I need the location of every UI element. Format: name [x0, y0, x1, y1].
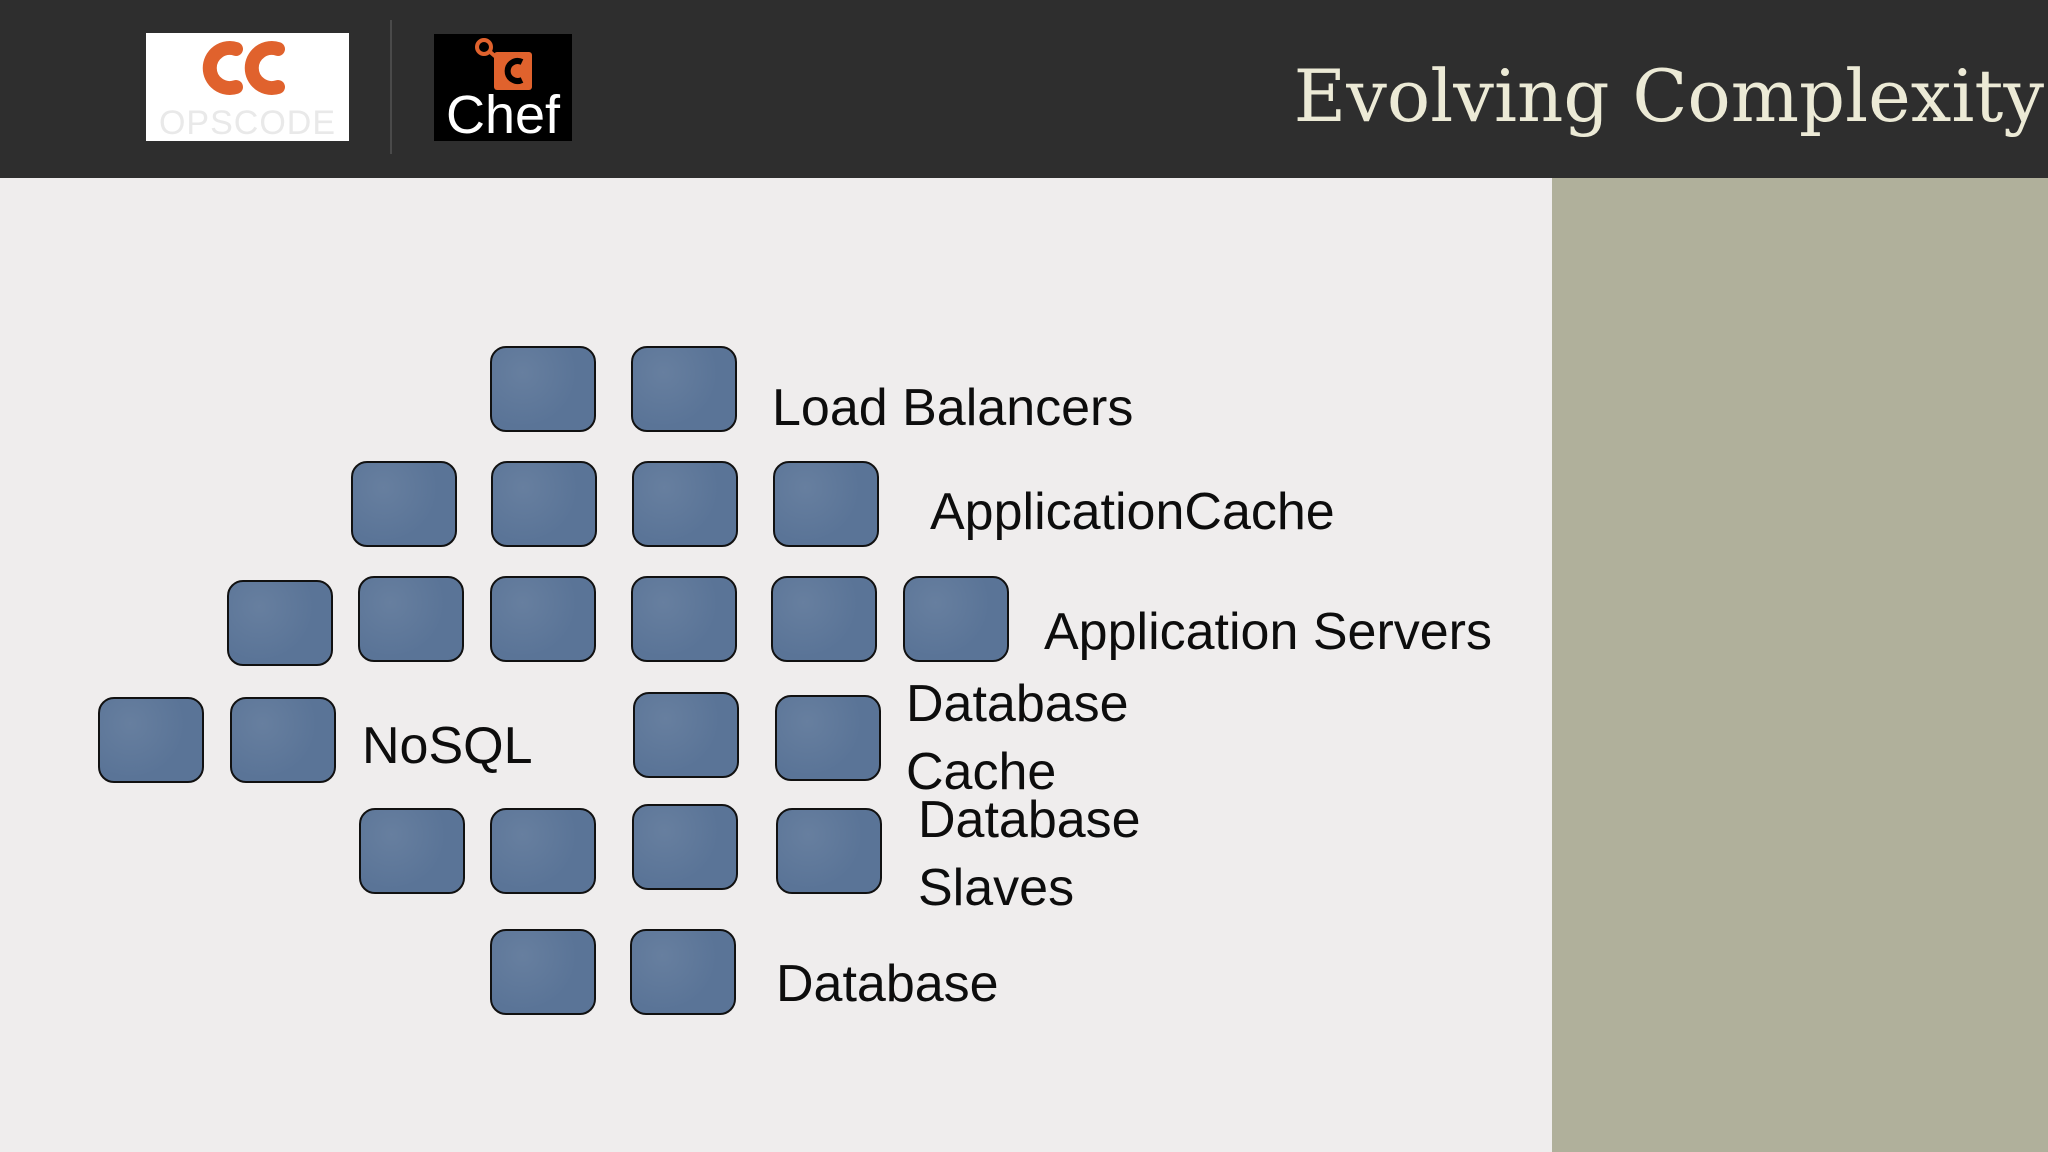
db-slave-node: [632, 804, 738, 890]
tier-label-nosql: NoSQL: [362, 717, 533, 775]
tier-label-database-cache: Database Cache: [906, 675, 1129, 801]
chef-logo: Chef: [434, 34, 572, 145]
chef-logo-text: Chef: [445, 85, 561, 145]
opscode-logo: OPSCODE: [146, 33, 349, 141]
load-balancer-node: [631, 346, 737, 432]
tier-label-database-slaves: Database Slaves: [918, 791, 1141, 917]
side-panel: [1552, 178, 2048, 1152]
db-cache-node: [633, 692, 739, 778]
database-node: [630, 929, 736, 1015]
opscode-oc-icon: [202, 41, 285, 95]
app-server-node: [631, 576, 737, 662]
app-server-node: [227, 580, 333, 666]
db-slave-node: [359, 808, 465, 894]
database-node: [490, 929, 596, 1015]
app-cache-node: [491, 461, 597, 547]
app-server-node: [490, 576, 596, 662]
db-slave-node: [490, 808, 596, 894]
app-server-node: [771, 576, 877, 662]
app-cache-node: [773, 461, 879, 547]
chef-c-icon: [475, 38, 532, 90]
load-balancer-node: [490, 346, 596, 432]
db-cache-node: [775, 695, 881, 781]
tier-label-application-cache: ApplicationCache: [930, 483, 1335, 541]
tier-label-application-servers: Application Servers: [1044, 603, 1492, 661]
tier-label-database: Database: [776, 955, 999, 1013]
header-bar: OPSCODE Chef Evolving Complexity: [0, 0, 2048, 178]
db-slave-node: [776, 808, 882, 894]
app-cache-node: [351, 461, 457, 547]
nosql-node: [230, 697, 336, 783]
opscode-logo-text: OPSCODE: [158, 104, 337, 141]
slide-title: Evolving Complexity: [1293, 54, 2044, 138]
app-server-node: [358, 576, 464, 662]
architecture-diagram: Load Balancers ApplicationCache Applicat…: [0, 178, 1552, 1152]
logo-divider: [390, 20, 392, 154]
app-cache-node: [632, 461, 738, 547]
app-server-node: [903, 576, 1009, 662]
tier-label-load-balancers: Load Balancers: [772, 379, 1134, 437]
nosql-node: [98, 697, 204, 783]
